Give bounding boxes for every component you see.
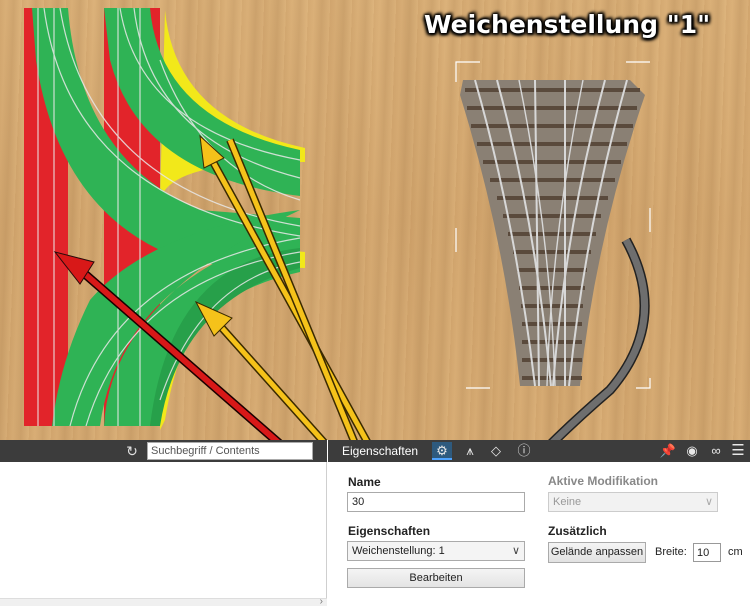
gear-icon[interactable]: ⚙ [432,442,452,460]
edit-button[interactable]: Bearbeiten [347,568,525,588]
search-input[interactable] [147,442,313,460]
width-unit-label: cm [728,546,743,558]
green-track-curve-3 [52,210,300,426]
shape-icon[interactable]: ◇ [491,443,501,458]
modification-value: Keine [553,496,582,508]
link-icon[interactable]: ∞ [711,443,721,458]
properties-section-label: Eigenschaften [348,524,431,538]
turnout-track-image [455,61,651,389]
width-input[interactable] [693,543,721,562]
axis-icon[interactable]: ⩚ [466,443,474,458]
name-input[interactable] [347,492,525,512]
adjust-terrain-button[interactable]: Gelände anpassen [548,542,646,563]
chevron-down-icon: ∨ [511,545,520,557]
track-layout-diagram [24,7,305,430]
switch-position-select[interactable]: Weichenstellung: 1 ∨ [347,541,525,561]
extra-section-label: Zusätzlich [548,524,607,538]
switch-position-value: Weichenstellung: 1 [352,545,445,557]
modification-select[interactable]: Keine ∨ [548,492,718,512]
chevron-down-icon: ∨ [704,496,713,508]
selection-frame [455,61,651,389]
refresh-icon[interactable]: ↻ [126,443,138,459]
properties-title: Eigenschaften [342,444,419,458]
info-icon[interactable]: ⓘ [517,443,531,458]
name-label: Name [348,475,381,489]
width-label: Breite: [655,546,687,558]
modification-label: Aktive Modifikation [548,474,659,488]
menu-icon[interactable]: ☰ [731,442,745,459]
switch-position-caption: Weichenstellung "1" [424,10,711,39]
eye-icon[interactable]: ◉ [686,443,698,458]
content-list-area: › [0,462,327,606]
properties-header: Eigenschaften ⚙ ⩚ ◇ ⓘ 📌 ◉ ∞ ☰ [328,440,750,462]
scroll-right-icon[interactable]: › [319,596,323,606]
horizontal-scrollbar[interactable]: › [0,596,327,606]
content-toolbar: ↻ [0,440,327,462]
pin-icon[interactable]: 📌 [659,443,677,458]
